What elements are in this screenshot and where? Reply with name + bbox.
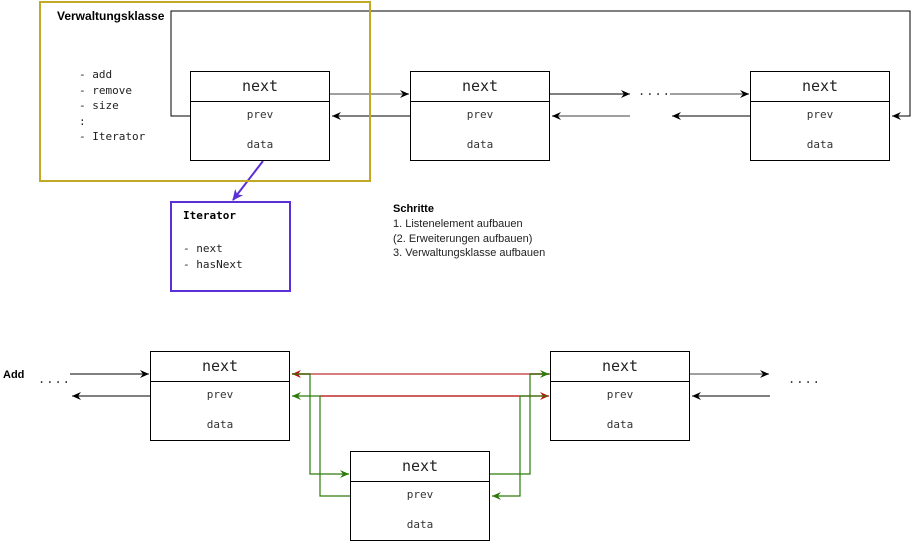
node-next-field: next [191, 72, 329, 102]
management-class-methods: - add - remove - size : - Iterator [79, 68, 146, 143]
node-next-field: next [411, 72, 549, 102]
management-class-box [39, 1, 371, 182]
node-next-field: next [751, 72, 889, 102]
node-prev-field: prev [246, 108, 274, 121]
iterator-box [170, 201, 291, 292]
add-left-node[interactable]: next prev data [150, 351, 290, 441]
iterator-title: Iterator [183, 209, 236, 222]
node-data-field: data [466, 138, 494, 151]
node-data-field: data [606, 418, 634, 431]
node-data-field: data [406, 518, 434, 531]
list-node[interactable]: next prev data [190, 71, 330, 161]
list-ellipsis: .... [638, 84, 671, 98]
node-prev-field: prev [206, 388, 234, 401]
add-left-ellipsis: .... [38, 372, 71, 386]
node-next-field: next [351, 452, 489, 482]
add-new-node[interactable]: next prev data [350, 451, 490, 541]
node-prev-field: prev [806, 108, 834, 121]
new-right-next-link [490, 370, 549, 475]
node-prev-field: prev [606, 388, 634, 401]
node-next-field: next [151, 352, 289, 382]
list-node[interactable]: next prev data [750, 71, 890, 161]
management-class-title: Verwaltungsklasse [57, 9, 165, 23]
steps-list: 1. Listenelement aufbauen (2. Erweiterun… [393, 218, 546, 259]
new-left-next-link [292, 373, 349, 478]
node-data-field: data [246, 138, 274, 151]
node-data-field: data [806, 138, 834, 151]
list-node[interactable]: next prev data [410, 71, 550, 161]
add-right-node[interactable]: next prev data [550, 351, 690, 441]
steps-title: Schritte [393, 203, 434, 215]
node-prev-field: prev [406, 488, 434, 501]
new-right-prev-link [492, 395, 548, 500]
wraparound-connector [170, 10, 911, 120]
add-label: Add [3, 369, 25, 381]
new-left-prev-link [292, 392, 350, 497]
add-right-ellipsis: .... [788, 372, 821, 386]
iterator-methods: - next - hasNext [183, 242, 243, 271]
node-data-field: data [206, 418, 234, 431]
node-next-field: next [551, 352, 689, 382]
node-prev-field: prev [466, 108, 494, 121]
